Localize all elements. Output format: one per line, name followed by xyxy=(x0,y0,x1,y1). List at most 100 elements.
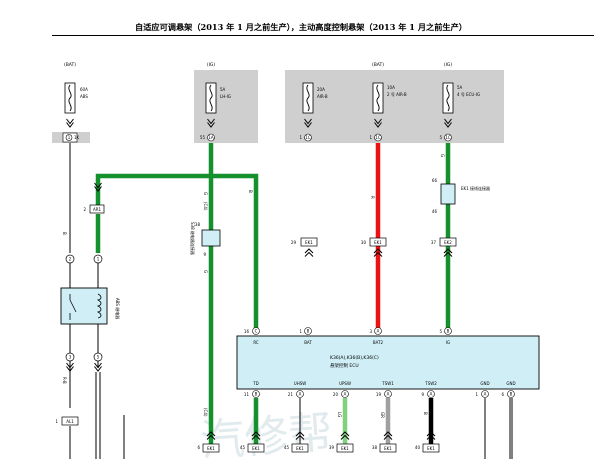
ecu-pin-ig: 5 B IG xyxy=(439,327,452,345)
pin-number: 1 xyxy=(68,135,71,140)
relay-pin-1: 2 xyxy=(69,257,72,262)
connector-code: 1C xyxy=(445,135,451,140)
connector-code: 1C xyxy=(375,135,381,140)
svg-text:BAT2: BAT2 xyxy=(373,340,384,345)
ek1-pin-bottom: 46 xyxy=(432,209,438,214)
svg-text:16: 16 xyxy=(244,329,250,334)
pin-number: 1 xyxy=(299,135,302,140)
pin-circle xyxy=(65,134,73,141)
suspension-ecu: K36(A),K36(B),K36(C) 悬架控制 ECU 16 C RC 1 … xyxy=(236,327,540,398)
connector-code: 1K xyxy=(74,135,80,140)
svg-text:1: 1 xyxy=(475,392,478,397)
wire-label: GR xyxy=(380,412,385,418)
relay: 2 1 ABS 继电器 3 5 xyxy=(60,254,121,372)
wire-label: B xyxy=(248,190,253,193)
svg-text:IG: IG xyxy=(446,340,450,345)
connector-pin: 38 xyxy=(372,445,378,450)
relay-pin-5-circle xyxy=(93,352,103,362)
supply-label: (IG) xyxy=(207,62,216,68)
svg-text:A: A xyxy=(377,329,380,334)
mid-connector-code: EK2 xyxy=(444,240,452,245)
fuse-icon xyxy=(442,82,454,114)
bottom-connector-5: 40 EK1 xyxy=(415,431,440,453)
ecu-pin-bat: 1 B BAT xyxy=(299,327,312,345)
svg-text:UHSW: UHSW xyxy=(294,381,306,386)
connector-code: EK1 xyxy=(341,446,349,451)
fuse-rating: 5A xyxy=(220,87,226,92)
pin-circle xyxy=(444,133,452,142)
connector-code: 1C xyxy=(305,135,311,140)
arrow-down-icon xyxy=(66,118,74,128)
supply-label: (BAT) xyxy=(372,62,384,68)
ecu-name: K36(A),K36(B),K36(C) xyxy=(330,355,379,361)
mid-connector-code: EK1 xyxy=(305,240,313,245)
relay-label: ABS 继电器 xyxy=(115,298,121,319)
bottom-left-connector: 1 AL1 xyxy=(55,416,79,426)
relay-pin-3: 3 xyxy=(69,355,72,360)
s38-connector: 38 9 S38 继电器连接器 xyxy=(190,222,221,257)
connector-pin: 1 xyxy=(55,419,58,424)
supply-label: (BAT) xyxy=(64,62,76,68)
fuse-name: 2 号 AIR-B xyxy=(387,91,407,97)
ecu-pin-gnd1: GND 1 A xyxy=(475,381,490,398)
wire-label: B xyxy=(423,412,428,415)
wire-color-labels: G (C4) G B B R G LG GR B (C4) R-B xyxy=(62,154,445,418)
connector-pin: 45 xyxy=(240,445,246,450)
ek1-junction-connector: 66 46 EK1 接线连接器 xyxy=(432,178,490,214)
ecu-subtitle: 悬架控制 ECU xyxy=(330,362,359,369)
ecu-pin-uhsw: UHSW 21 A xyxy=(288,381,306,398)
fuse-rating: 20A xyxy=(317,87,325,92)
pin-number: 1 xyxy=(369,135,372,140)
svg-text:B: B xyxy=(307,329,310,334)
wire-label: G xyxy=(203,270,208,273)
title-rule xyxy=(52,35,594,36)
connector-pin: 40 xyxy=(415,445,421,450)
svg-text:A: A xyxy=(299,392,302,397)
fuse-rating: 5A xyxy=(457,85,463,90)
ek1-label: EK1 接线连接器 xyxy=(461,185,490,191)
power-source-bat-3: (BAT) 10A 2 号 AIR-B 1 1C xyxy=(369,62,407,142)
ecu-pin-td: TD 11 B xyxy=(244,381,260,398)
connector-code: EK1 xyxy=(384,446,392,451)
bottom-connector-1: 6 EK1 xyxy=(197,431,220,453)
fuse-icon xyxy=(372,82,384,114)
s38-pin-top: 38 xyxy=(195,222,201,227)
page-title: 自适应可调悬架（2013 年 1 月之前生产），主动高度控制悬架（2013 年 … xyxy=(135,22,467,32)
junction-pin: 2 xyxy=(83,207,86,212)
svg-text:1: 1 xyxy=(299,329,302,334)
svg-text:RC: RC xyxy=(253,340,259,345)
svg-text:21: 21 xyxy=(288,392,294,397)
wire-label: (C4) xyxy=(203,408,208,417)
relay-pin-5: 5 xyxy=(97,355,100,360)
mid-connector-pin: 37 xyxy=(431,240,437,245)
mid-connector-3: 37 EK2 xyxy=(431,237,457,257)
svg-text:A: A xyxy=(387,392,390,397)
connector-pin: 39 xyxy=(329,445,335,450)
ecu-pin-gnd2: GND 6 B xyxy=(501,381,516,398)
fuse-panel-ig xyxy=(194,70,258,143)
wire-green-loop xyxy=(95,173,259,330)
pin-number: 55 xyxy=(200,135,206,140)
chevron-up-icon xyxy=(304,248,314,257)
connector-code: EK1 xyxy=(296,446,304,451)
fuse-name: ABS xyxy=(80,94,88,99)
fuse-panel-right xyxy=(285,70,504,143)
ecu-body xyxy=(236,335,540,390)
power-source-bat-left: (BAT) 60A ABS 1 1K xyxy=(62,62,88,143)
connector-code: EK1 xyxy=(427,446,435,451)
svg-text:TD: TD xyxy=(252,381,259,386)
wire-label: R-B xyxy=(62,377,67,384)
junction-code: AR1 xyxy=(93,207,102,212)
watermark: 汽修帮 xyxy=(199,407,334,459)
relay-pin-3-circle xyxy=(65,352,75,362)
pin-circle xyxy=(304,133,312,142)
ecu-pin-bat2: 3 A BAT2 xyxy=(369,327,384,345)
mid-connector-pin: 29 xyxy=(291,240,297,245)
svg-text:B: B xyxy=(447,329,450,334)
supply-label: (IG) xyxy=(444,62,453,68)
fuse-name: AIR-B xyxy=(317,94,328,99)
relay-pin-2: 1 xyxy=(97,257,100,262)
svg-text:A: A xyxy=(344,392,347,397)
svg-text:A: A xyxy=(484,392,487,397)
svg-text:9: 9 xyxy=(421,392,424,397)
